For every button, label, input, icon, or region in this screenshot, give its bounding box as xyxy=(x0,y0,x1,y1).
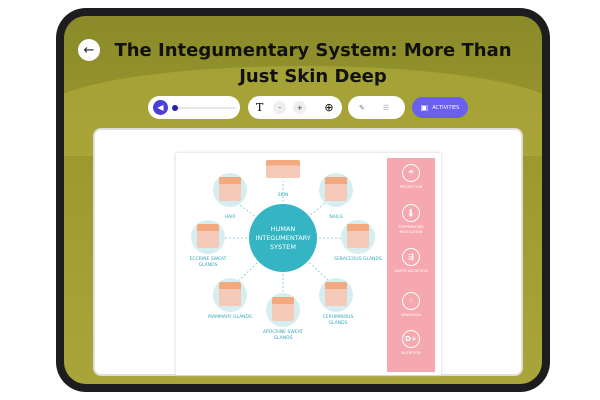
filter-icon: ⇶ xyxy=(402,248,420,266)
tablet-frame: ← The Integumentary System: More Than Ju… xyxy=(56,8,550,392)
skin-illustration xyxy=(266,156,300,190)
decrease-text-button[interactable]: - xyxy=(273,101,287,114)
function-label: SENSATION xyxy=(400,313,421,317)
list-icon[interactable]: ☰ xyxy=(382,103,390,112)
part-label: MAMMARY GLANDS xyxy=(208,315,252,320)
part-label: NAILS xyxy=(329,215,343,220)
activities-button[interactable]: ▣ACTIVITIES xyxy=(412,97,468,118)
function-label: PROTECTION xyxy=(399,185,423,189)
audio-controls: ◀ xyxy=(148,96,240,119)
text-size-icon[interactable]: T xyxy=(256,101,264,114)
function-item: ☝ SENSATION xyxy=(387,292,435,318)
part-label: SEBACEOUS GLANDS xyxy=(334,257,382,262)
functions-panel: ☂ PROTECTION 🌡 TEMPERATURE REGULATION ⇶ WAS… xyxy=(387,158,435,372)
back-button[interactable]: ← xyxy=(78,39,100,61)
increase-text-button[interactable]: + xyxy=(293,101,307,114)
infographic: SKIN NAILS SEBACEOUS GLANDS CERUMINOUS G… xyxy=(176,153,441,375)
touch-icon: ☝ xyxy=(402,292,420,310)
function-item: 🌡 TEMPERATURE REGULATION xyxy=(387,204,435,235)
volume-slider[interactable] xyxy=(172,104,236,111)
function-item: ⇶ WASTE EXCRETION xyxy=(387,248,435,274)
eccrine-illustration xyxy=(191,220,225,254)
part-label: SKIN xyxy=(277,193,289,198)
part-label: CERUMINOUS GLANDS xyxy=(322,315,354,326)
function-item: ☂ PROTECTION xyxy=(387,164,435,190)
center-circle: HUMAN INTEGUMENTARY SYSTEM xyxy=(249,204,317,272)
umbrella-icon: ☂ xyxy=(402,164,420,182)
globe-icon[interactable]: ⊕ xyxy=(324,101,334,114)
speaker-icon[interactable]: ◀ xyxy=(153,100,168,115)
part-label: ECCRINE SWEAT GLANDS xyxy=(189,257,227,268)
nails-illustration xyxy=(319,173,353,207)
pencil-icon[interactable]: ✎ xyxy=(359,103,365,112)
text-controls: T - + ⊕ xyxy=(248,96,342,119)
function-label: TEMPERATURE REGULATION xyxy=(398,225,424,234)
sebaceous-illustration xyxy=(341,220,375,254)
ceruminous-illustration xyxy=(319,278,353,312)
thermometer-icon: 🌡 xyxy=(402,204,420,222)
content-card: SKIN NAILS SEBACEOUS GLANDS CERUMINOUS G… xyxy=(93,128,523,376)
volume-knob[interactable] xyxy=(172,104,178,111)
center-label: HUMAN INTEGUMENTARY SYSTEM xyxy=(255,224,311,251)
activities-label: ACTIVITIES xyxy=(432,104,460,111)
part-label: APOCRINE SWEAT GLANDS xyxy=(262,330,304,341)
page-title: The Integumentary System: More Than Just… xyxy=(114,40,512,87)
screen: ← The Integumentary System: More Than Ju… xyxy=(64,16,542,384)
function-label: NUTRITION xyxy=(401,351,421,355)
function-item: D+ NUTRITION xyxy=(387,330,435,356)
annotation-controls: ✎ ☰ xyxy=(348,96,405,119)
apocrine-illustration xyxy=(266,293,300,327)
vitamin-d-icon: D+ xyxy=(402,330,420,348)
part-label: HAIR xyxy=(224,215,236,220)
hair-illustration xyxy=(213,173,247,207)
mammary-illustration xyxy=(213,278,247,312)
monitor-icon: ▣ xyxy=(420,103,429,112)
function-label: WASTE EXCRETION xyxy=(394,269,428,273)
arrow-left-icon: ← xyxy=(83,42,95,58)
